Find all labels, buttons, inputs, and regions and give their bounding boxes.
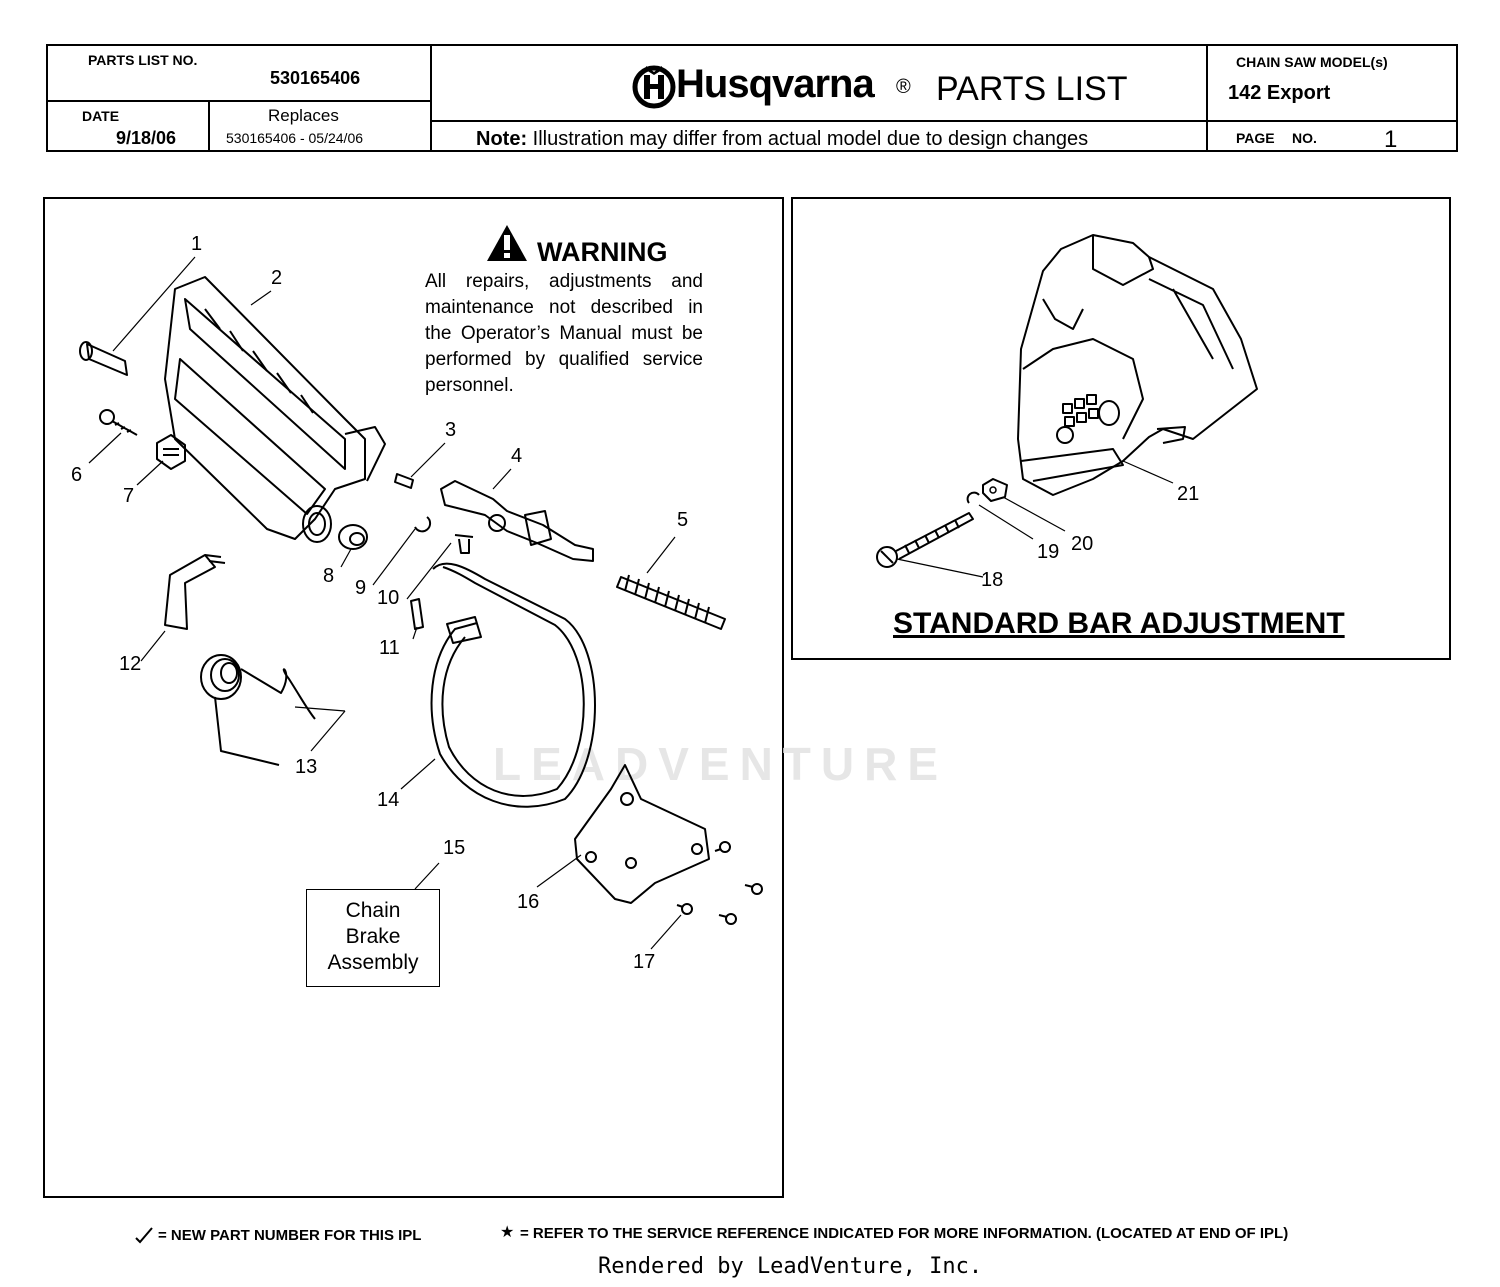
design-note: Note: Illustration may differ from actua… bbox=[476, 128, 1088, 151]
parts-list-title: PARTS LIST bbox=[936, 70, 1128, 108]
callout-3: 3 bbox=[445, 419, 457, 441]
chain-brake-assembly-box: Chain Brake Assembly bbox=[306, 889, 440, 987]
callout-13: 13 bbox=[295, 756, 318, 778]
bracket-screws-part bbox=[676, 841, 763, 925]
torsion-spring-part bbox=[200, 654, 316, 766]
warning-body: All repairs, adjustments and maintenance… bbox=[425, 271, 703, 396]
chain-brake-line1: Chain bbox=[345, 899, 401, 922]
warning-title: WARNING bbox=[537, 237, 668, 267]
e-clip-part bbox=[414, 516, 432, 533]
bar-adjustment-drawing bbox=[876, 234, 1258, 578]
callout-2: 2 bbox=[271, 267, 283, 289]
rivet-part bbox=[454, 534, 474, 554]
exploded-parts-drawing bbox=[79, 225, 763, 950]
callout-14: 14 bbox=[377, 789, 400, 811]
star-icon: ★ bbox=[500, 1224, 515, 1241]
washer-part bbox=[966, 491, 980, 504]
husqvarna-logo-icon bbox=[632, 65, 676, 109]
page-number: 1 bbox=[1384, 126, 1398, 153]
service-reference-note: = REFER TO THE SERVICE REFERENCE INDICAT… bbox=[520, 1225, 1289, 1242]
bar-adjuster-part bbox=[982, 478, 1008, 502]
watermark-text: LEADVENTURE bbox=[493, 738, 949, 790]
model-label: CHAIN SAW MODEL(s) bbox=[1236, 54, 1388, 70]
callout-4: 4 bbox=[511, 445, 523, 467]
screw-part bbox=[99, 409, 138, 436]
note-text: Illustration may differ from actual mode… bbox=[532, 128, 1089, 150]
replaces-value: 530165406 - 05/24/06 bbox=[226, 130, 364, 146]
header-table: PARTS LIST NO. 530165406 DATE 9/18/06 Re… bbox=[46, 44, 1458, 153]
rendered-by-credit: Rendered by LeadVenture, Inc. bbox=[598, 1254, 983, 1279]
bar-callout-leaders bbox=[896, 460, 1174, 578]
callout-9: 9 bbox=[355, 577, 367, 599]
new-part-note: = NEW PART NUMBER FOR THIS IPL bbox=[158, 1227, 422, 1244]
callout-6: 6 bbox=[71, 464, 83, 486]
check-mark-icon bbox=[135, 1227, 153, 1244]
chain-brake-diagram-panel: LEADVENTURE bbox=[43, 197, 938, 1198]
callout-20: 20 bbox=[1071, 533, 1094, 555]
callout-7: 7 bbox=[123, 485, 135, 507]
page-label: PAGE bbox=[1236, 130, 1275, 146]
brand-name: Husqvarna bbox=[676, 62, 875, 106]
callout-5: 5 bbox=[677, 509, 689, 531]
callout-8: 8 bbox=[323, 565, 335, 587]
parts-list-number: 530165406 bbox=[270, 68, 361, 88]
callout-19: 19 bbox=[1037, 541, 1060, 563]
date-label: DATE bbox=[82, 108, 120, 124]
callout-17: 17 bbox=[633, 951, 656, 973]
callout-leaders bbox=[88, 256, 682, 950]
brake-spring-part bbox=[616, 574, 726, 630]
callout-16: 16 bbox=[517, 891, 540, 913]
warning-triangle-icon bbox=[487, 225, 527, 261]
adjusting-screw-part bbox=[876, 512, 974, 568]
callout-12: 12 bbox=[119, 653, 142, 675]
bar-adjustment-title: STANDARD BAR ADJUSTMENT bbox=[893, 607, 1345, 640]
bar-adjustment-panel: 21 20 19 18 STANDARD BAR ADJUSTMENT bbox=[791, 197, 1451, 660]
brake-band-part bbox=[430, 562, 596, 808]
callout-15: 15 bbox=[443, 837, 466, 859]
chain-brake-line3: Assembly bbox=[327, 951, 419, 974]
bushing-part bbox=[338, 524, 368, 550]
clutch-cover-part bbox=[1017, 234, 1258, 496]
callout-18: 18 bbox=[981, 569, 1004, 591]
hand-guard-part bbox=[164, 276, 386, 543]
callout-1: 1 bbox=[191, 233, 203, 255]
parts-list-no-label: PARTS LIST NO. bbox=[88, 52, 198, 68]
registered-mark: ® bbox=[896, 76, 911, 98]
pin-part bbox=[79, 341, 128, 376]
chain-brake-line2: Brake bbox=[345, 925, 401, 948]
callout-21: 21 bbox=[1177, 483, 1200, 505]
roll-pin-part bbox=[410, 598, 424, 630]
small-pin-part bbox=[394, 473, 414, 489]
bracket-part bbox=[574, 764, 710, 904]
date-value: 9/18/06 bbox=[116, 128, 177, 148]
nut-part bbox=[156, 434, 186, 470]
clip-part bbox=[164, 554, 226, 630]
brake-lever-part bbox=[440, 480, 594, 562]
callout-11: 11 bbox=[379, 637, 400, 659]
replaces-label: Replaces bbox=[268, 106, 339, 125]
callout-10: 10 bbox=[377, 587, 400, 609]
page-no-label: NO. bbox=[1292, 130, 1317, 146]
note-label: Note: bbox=[476, 128, 528, 150]
model-value: 142 Export bbox=[1228, 82, 1331, 104]
